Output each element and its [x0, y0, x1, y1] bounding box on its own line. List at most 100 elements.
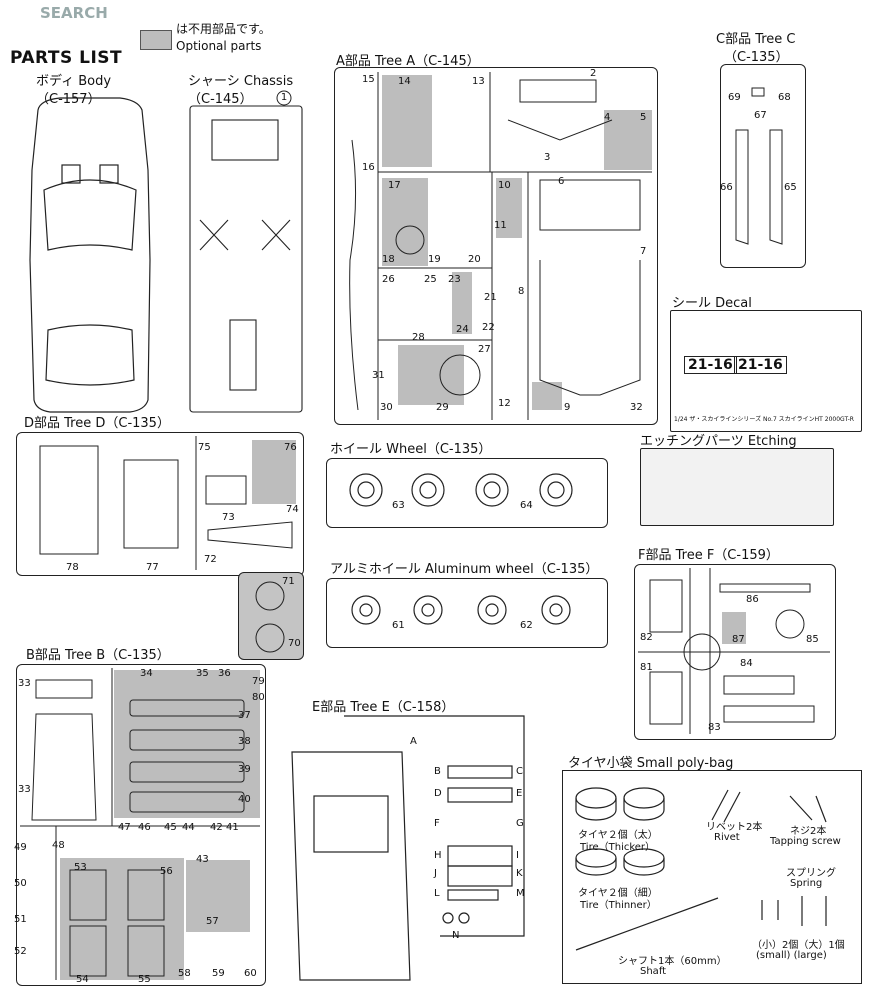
part-number: 38	[238, 736, 251, 747]
part-number: 29	[436, 402, 449, 413]
tree-f-title: F部品 Tree F（C-159）	[638, 548, 779, 563]
part-number: 13	[472, 76, 485, 87]
part-number: 56	[160, 866, 173, 877]
part-number: 52	[14, 946, 27, 957]
part-letter: H	[434, 850, 442, 861]
part-number: 9	[564, 402, 571, 413]
rivet-jp: リベット2本	[706, 822, 763, 833]
part-number: 51	[14, 914, 27, 925]
spring-jp: スプリング	[786, 868, 836, 879]
tire-thin-en: Tire（Thinner）	[580, 900, 657, 911]
part-number: 33	[18, 678, 31, 689]
rivet-en: Rivet	[714, 832, 740, 843]
etching-title: エッチングパーツ Etching	[640, 434, 797, 449]
part-number: 5	[640, 112, 647, 123]
part-number: 35	[196, 668, 209, 679]
part-number: 55	[138, 974, 151, 985]
part-number: 18	[382, 254, 395, 265]
part-number: 40	[238, 794, 251, 805]
part-number: 61	[392, 620, 405, 631]
tree-c-title: C部品 Tree C	[716, 32, 796, 47]
tree-f-optional-87	[722, 612, 746, 644]
tree-a-optional-28-29	[398, 345, 464, 405]
optional-parts-swatch	[140, 30, 172, 50]
tree-a-optional-14	[382, 75, 432, 167]
part-number: 69	[728, 92, 741, 103]
part-number: 7	[640, 246, 647, 257]
part-number: 74	[286, 504, 299, 515]
part-number: 84	[740, 658, 753, 669]
screw-jp: ネジ2本	[790, 826, 827, 837]
tree-c-code: （C-135）	[724, 50, 789, 65]
part-letter: E	[516, 788, 523, 799]
tree-d-title: D部品 Tree D（C-135）	[24, 416, 170, 431]
part-number: 50	[14, 878, 27, 889]
part-number: 45	[164, 822, 177, 833]
part-number: 57	[206, 916, 219, 927]
part-number: 70	[288, 638, 301, 649]
part-number: 10	[498, 180, 511, 191]
watermark: SEARCH	[40, 4, 108, 22]
part-number: 49	[14, 842, 27, 853]
page-title: PARTS LIST	[10, 48, 123, 68]
part-number: 68	[778, 92, 791, 103]
tree-e-title: E部品 Tree E（C-158）	[312, 700, 455, 715]
part-number: 85	[806, 634, 819, 645]
part-number: 22	[482, 322, 495, 333]
alu-wheel-title: アルミホイール Aluminum wheel（C-135）	[330, 562, 599, 577]
tree-d-optional-76	[252, 440, 296, 504]
tire-thin-jp: タイヤ２個（細）	[578, 888, 658, 899]
spring-count-jp: （小）2個（大）1個	[752, 940, 845, 951]
part-number: 46	[138, 822, 151, 833]
part-number: 58	[178, 968, 191, 979]
part-number: 11	[494, 220, 507, 231]
part-number: 82	[640, 632, 653, 643]
part-number: 21	[484, 292, 497, 303]
part-number: 26	[382, 274, 395, 285]
part-number: 44	[182, 822, 195, 833]
part-letter: G	[516, 818, 524, 829]
part-number: 43	[196, 854, 209, 865]
part-number: 59	[212, 968, 225, 979]
part-number: 77	[146, 562, 159, 573]
part-number: 86	[746, 594, 759, 605]
legend-jp: は不用部品です。	[176, 22, 271, 36]
part-number: 25	[424, 274, 437, 285]
part-number: 64	[520, 500, 533, 511]
decal-plate-2: 21-16	[734, 356, 787, 374]
decal-plate-1: 21-16	[684, 356, 737, 374]
body-code: （C-157）	[36, 92, 101, 107]
part-number: 15	[362, 74, 375, 85]
tree-a-optional-23	[452, 272, 472, 334]
tree-f-frame	[634, 564, 836, 740]
part-number: 54	[76, 974, 89, 985]
part-number: 79	[252, 676, 265, 687]
part-letter: M	[516, 888, 525, 899]
spring-count-en: (small) (large)	[756, 950, 827, 961]
part-number: 75	[198, 442, 211, 453]
tree-a-title: A部品 Tree A（C-145）	[336, 54, 480, 69]
part-letter: L	[434, 888, 440, 899]
part-number: 62	[520, 620, 533, 631]
decal-title: シール Decal	[672, 296, 752, 311]
polybag-title: タイヤ小袋 Small poly-bag	[568, 756, 734, 771]
part-number: 76	[284, 442, 297, 453]
wheel-title: ホイール Wheel（C-135）	[330, 442, 492, 457]
chassis-code: （C-145）	[188, 92, 253, 107]
tree-b-title: B部品 Tree B（C-135）	[26, 648, 170, 663]
tree-a-optional-17	[382, 178, 428, 266]
part-number: 4	[604, 112, 611, 123]
tree-a-optional-10	[496, 178, 522, 238]
screw-en: Tapping screw	[770, 836, 841, 847]
part-number: 28	[412, 332, 425, 343]
part-letter: N	[452, 930, 460, 941]
part-number: 14	[398, 76, 411, 87]
part-number: 24	[456, 324, 469, 335]
part-number: 39	[238, 764, 251, 775]
tree-c-frame	[720, 64, 806, 268]
part-number: 81	[640, 662, 653, 673]
part-number: 48	[52, 840, 65, 851]
part-letter: D	[434, 788, 442, 799]
wheel-frame	[326, 458, 608, 528]
part-number: 66	[720, 182, 733, 193]
